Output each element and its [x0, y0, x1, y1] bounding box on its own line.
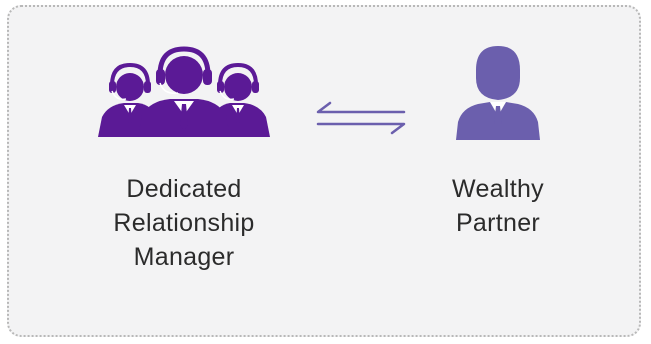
- bidirectional-arrows-icon: [316, 101, 406, 135]
- businessman-icon: [456, 46, 540, 140]
- label-line: Relationship: [113, 209, 255, 237]
- label-line: Manager: [133, 243, 235, 271]
- label-line: Partner: [455, 209, 541, 237]
- wealthy-partner-label: Wealthy Partner: [400, 172, 596, 240]
- dedicated-relationship-manager-label: Dedicated Relationship Manager: [84, 172, 284, 274]
- label-line: Dedicated: [126, 175, 242, 203]
- diagram-frame: [7, 5, 641, 337]
- label-line: Wealthy: [452, 175, 544, 203]
- support-team-headset-icon: [98, 46, 270, 137]
